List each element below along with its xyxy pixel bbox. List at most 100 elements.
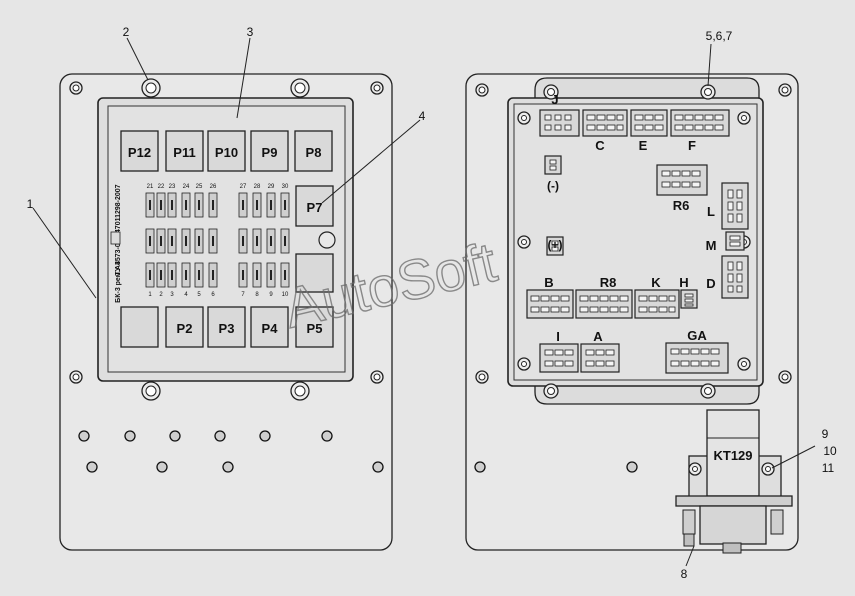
callout-10: 10 <box>823 444 837 458</box>
svg-text:P7: P7 <box>307 200 323 215</box>
svg-text:P3: P3 <box>219 321 235 336</box>
connector-m <box>725 231 745 251</box>
label-connector-h: H <box>679 275 688 290</box>
fuse-number-top: 26 <box>210 184 217 190</box>
front-hole-mid-right <box>370 370 384 384</box>
fuse-number-bottom: 2 <box>159 292 163 298</box>
label-connector-c: C <box>595 138 605 153</box>
svg-text:P12: P12 <box>128 145 151 160</box>
connector-plus-terminal <box>546 236 564 256</box>
fuse-slot <box>208 262 218 288</box>
rear-screw-ml <box>517 235 531 249</box>
callout-2: 2 <box>123 25 130 39</box>
label-connector-r6: R6 <box>673 198 690 213</box>
fuse-number-top: 25 <box>196 184 203 190</box>
fuse-number-top: 29 <box>268 184 275 190</box>
fuse-slot <box>167 228 177 254</box>
rear-hole-lug-top-left <box>543 84 559 100</box>
fuse-number-top: 30 <box>282 184 289 190</box>
label-connector-ga: GA <box>687 328 707 343</box>
label-connector-k: K <box>651 275 661 290</box>
svg-text:P11: P11 <box>173 145 195 160</box>
label-connector-d: D <box>706 276 715 291</box>
rear-view: J C E F R6 L M D B R8 K H I A GA (-) (+)… <box>465 73 799 554</box>
rear-hole-plate-tr <box>778 83 792 97</box>
connector-e <box>630 109 668 137</box>
callout-11: 11 <box>822 461 835 475</box>
fuse-slot <box>238 262 248 288</box>
relay-p2: P2 <box>165 306 204 348</box>
fuse-slot <box>194 192 204 218</box>
connector-a <box>580 343 620 373</box>
fuse-slot <box>280 192 290 218</box>
rear-top-lug <box>534 77 760 101</box>
connector-j <box>539 109 580 137</box>
rear-studs <box>474 461 638 473</box>
fuse-number-top: 22 <box>158 184 165 190</box>
fuse-number-bottom: 3 <box>170 292 174 298</box>
fuse-slot <box>145 262 155 288</box>
label-plus: (+) <box>548 238 563 252</box>
connector-b <box>526 289 574 319</box>
rear-screw-tl <box>517 111 531 125</box>
fuse-slot <box>266 228 276 254</box>
fuse-slot <box>252 192 262 218</box>
fuse-slot <box>145 228 155 254</box>
label-minus: (-) <box>547 179 559 193</box>
relay-p7: P7 <box>295 185 334 227</box>
connector-k <box>634 289 680 319</box>
fuse-slot <box>280 228 290 254</box>
relay-p4: P4 <box>250 306 289 348</box>
rear-hole-plate-ml <box>475 370 489 384</box>
fuse-number-top: 24 <box>183 184 190 190</box>
rear-screw-br <box>737 357 751 371</box>
callout-9: 9 <box>822 427 829 441</box>
label-connector-l: L <box>707 204 715 219</box>
svg-text:P10: P10 <box>215 145 238 160</box>
relay-p12: P12 <box>120 130 159 172</box>
fuse-slot <box>156 262 166 288</box>
fuse-slot <box>252 262 262 288</box>
label-connector-e: E <box>639 138 648 153</box>
callout-5-6-7: 5,6,7 <box>706 29 733 43</box>
fuse-number-bottom: 9 <box>269 292 273 298</box>
front-hole-top-mid2 <box>290 78 310 98</box>
connector-l <box>721 182 749 230</box>
svg-text:P4: P4 <box>262 321 279 336</box>
fuse-slot <box>181 228 191 254</box>
rear-hole-lug-bot-right <box>700 383 716 399</box>
fuse-slot <box>156 192 166 218</box>
fuse-slot <box>280 262 290 288</box>
rear-hole-plate-tl <box>475 83 489 97</box>
front-studs <box>78 430 384 473</box>
fuse-number-top: 27 <box>240 184 247 190</box>
connector-d <box>721 255 749 299</box>
fuse-number-bottom: 1 <box>148 292 152 298</box>
relay-kt129-label: KT129 <box>713 448 752 463</box>
front-hole-top-mid <box>141 78 161 98</box>
fuse-slot <box>167 192 177 218</box>
svg-text:P8: P8 <box>306 145 322 160</box>
relay-kt129-assembly: KT129 <box>675 409 793 554</box>
fuse-number-top: 23 <box>169 184 176 190</box>
svg-text:P2: P2 <box>177 321 193 336</box>
front-hole-bot-mid <box>141 381 161 401</box>
fuse-slot <box>238 192 248 218</box>
rear-screw-tr <box>737 111 751 125</box>
fuse-slot <box>266 192 276 218</box>
fuse-slot <box>181 192 191 218</box>
svg-text:P5: P5 <box>307 321 323 336</box>
connector-c <box>582 109 628 137</box>
connector-f <box>670 109 730 137</box>
front-round-hole <box>318 231 336 249</box>
label-connector-r8: R8 <box>600 275 617 290</box>
rear-hole-lug-top-right <box>700 84 716 100</box>
relay-p10: P10 <box>207 130 246 172</box>
front-hole-top-right <box>370 81 384 95</box>
fuse-slot <box>181 262 191 288</box>
fuse-slot <box>194 262 204 288</box>
svg-text:P9: P9 <box>262 145 278 160</box>
fuse-slot <box>156 228 166 254</box>
model-text-vertical: БК-3 рем.А3 <box>115 261 122 303</box>
